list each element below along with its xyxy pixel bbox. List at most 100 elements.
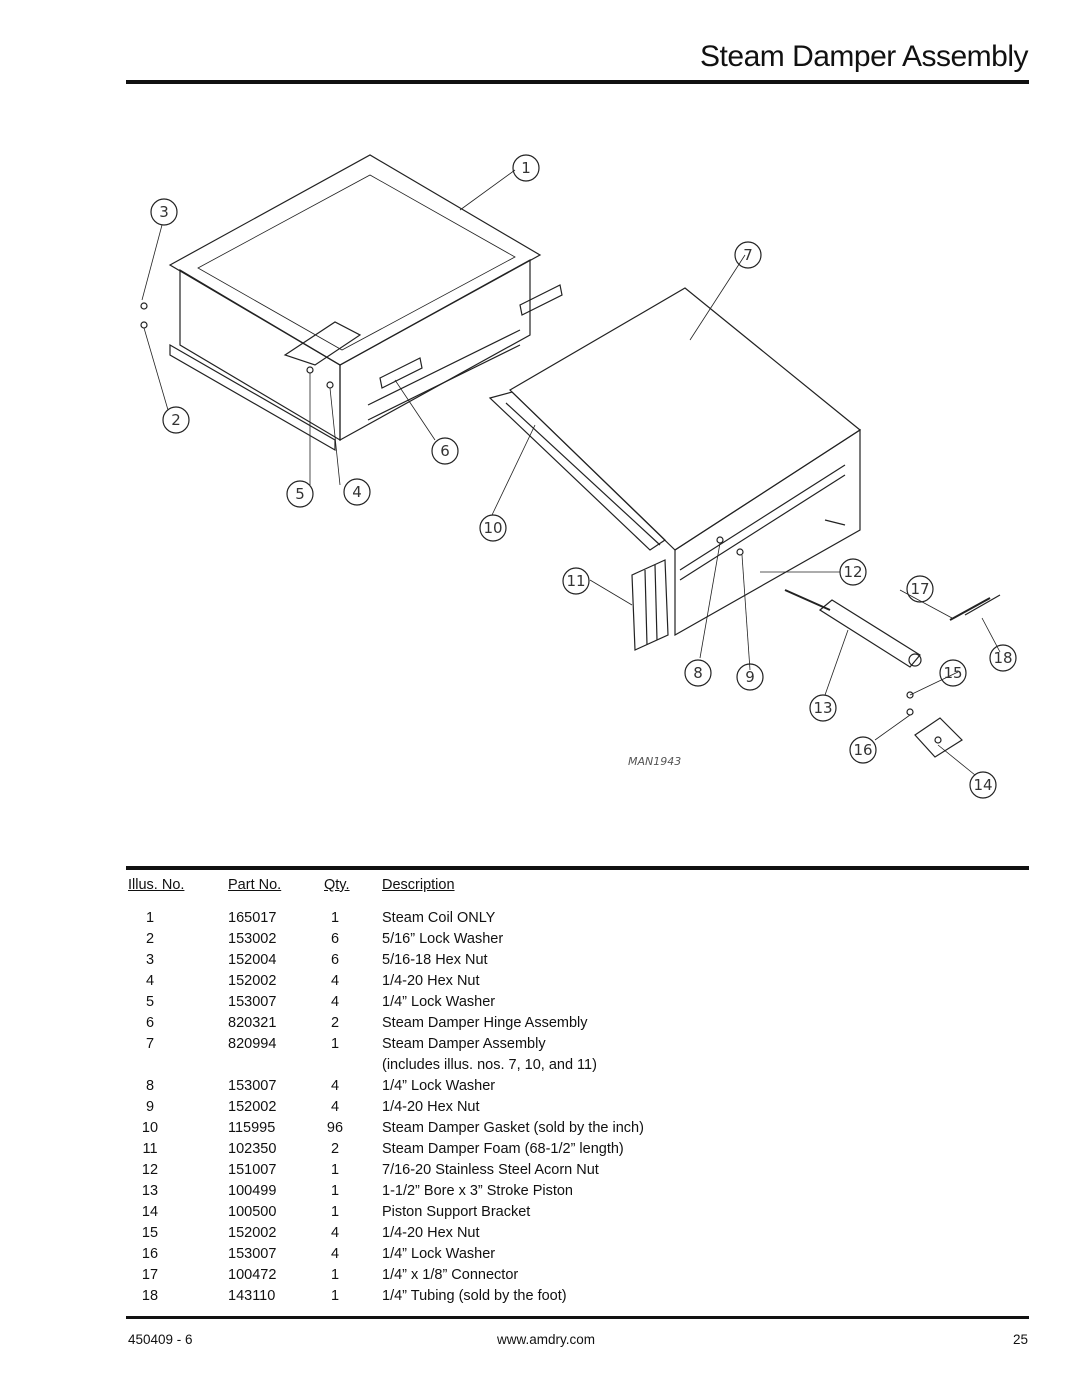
description-cell: 1/4” Lock Washer (382, 994, 496, 1010)
table-row: 16 153007 4 1/4” Lock Washer (0, 1246, 1080, 1267)
table-rule (126, 866, 1029, 870)
qty-cell: 4 (330, 1225, 340, 1241)
col-header-qty: Qty. (324, 877, 350, 893)
qty-cell: 1 (330, 1204, 340, 1220)
description-cell: 1/4” Lock Washer (382, 1246, 496, 1262)
qty-cell: 1 (330, 1036, 340, 1052)
illus-no-cell: 13 (141, 1183, 159, 1199)
callout-18: 18 (993, 649, 1012, 667)
illus-no-cell: 16 (141, 1246, 159, 1262)
callout-16: 16 (853, 741, 872, 759)
steam-coil-fin-area (197, 174, 516, 351)
description-cell: Steam Damper Assembly (382, 1036, 546, 1052)
callout-2: 2 (171, 411, 181, 429)
damper-gasket (488, 391, 666, 551)
part-no-cell: 152002 (228, 973, 277, 989)
callout-12: 12 (843, 563, 862, 581)
description-cell: 1/4-20 Hex Nut (382, 973, 480, 989)
table-row: (includes illus. nos. 7, 10, and 11) (0, 1057, 1080, 1078)
callout-3: 3 (159, 203, 169, 221)
part-no-cell: 152002 (228, 1099, 277, 1115)
callout-17: 17 (910, 580, 929, 598)
illus-no-cell: 7 (145, 1036, 155, 1052)
illus-no-cell: 9 (145, 1099, 155, 1115)
part-no-cell: 153007 (228, 1246, 277, 1262)
part-no-cell: 152004 (228, 952, 277, 968)
header-rule (126, 80, 1029, 84)
qty-cell: 1 (330, 1183, 340, 1199)
qty-cell: 4 (330, 1246, 340, 1262)
part-no-cell: 153007 (228, 1078, 277, 1094)
part-no-cell: 151007 (228, 1162, 277, 1178)
damper-foam (631, 559, 669, 651)
website-link[interactable]: www.amdry.com (497, 1332, 596, 1347)
piston-rod (784, 589, 831, 611)
part-no-cell: 100500 (228, 1204, 277, 1220)
col-header-illus-no: Illus. No. (128, 877, 185, 893)
damper-lid (509, 287, 862, 551)
piston-bracket (914, 717, 963, 758)
description-cell: 1/4” x 1/8” Connector (382, 1267, 519, 1283)
table-row: 7 820994 1 Steam Damper Assembly (0, 1036, 1080, 1057)
illus-no-cell: 18 (141, 1288, 159, 1304)
page-title: Steam Damper Assembly (700, 40, 1028, 73)
callout-5: 5 (295, 485, 305, 503)
description-cell: 1/4-20 Hex Nut (382, 1225, 480, 1241)
callout-10: 10 (483, 519, 502, 537)
callout-4: 4 (352, 483, 362, 501)
description-cell: 1-1/2” Bore x 3” Stroke Piston (382, 1183, 573, 1199)
col-header-description: Description (382, 877, 455, 893)
description-cell: Steam Damper Foam (68-1/2” length) (382, 1141, 624, 1157)
part-no-cell: 143110 (228, 1288, 276, 1304)
col-header-part-no: Part No. (228, 877, 282, 893)
callout-14: 14 (973, 776, 992, 794)
qty-cell: 1 (330, 1162, 340, 1178)
table-row: 14 100500 1 Piston Support Bracket (0, 1204, 1080, 1225)
part-no-cell: 153007 (228, 994, 277, 1010)
illus-no-cell: 3 (145, 952, 155, 968)
illus-no-cell: 12 (141, 1162, 159, 1178)
drawing-id: MAN1943 (628, 755, 681, 768)
callout-13: 13 (813, 699, 832, 717)
part-no-cell: 153002 (228, 931, 277, 947)
callout-6: 6 (440, 442, 450, 460)
callout-1: 1 (521, 159, 531, 177)
part-no-cell: 100472 (228, 1267, 277, 1283)
exploded-parts-diagram: 1 2 3 4 5 6 7 8 9 10 11 12 13 14 15 16 1… (140, 154, 1017, 799)
illus-no-cell: 17 (141, 1267, 159, 1283)
part-no-cell: 165017 (228, 910, 277, 926)
illus-no-cell: 14 (141, 1204, 159, 1220)
callout-11: 11 (566, 572, 585, 590)
part-no-cell: 102350 (228, 1141, 277, 1157)
illus-no-cell: 5 (145, 994, 155, 1010)
page-number: 25 (1012, 1332, 1028, 1347)
steam-coil-top-frame (168, 154, 542, 366)
steam-coil-bottom-flange (169, 343, 336, 452)
part-no-cell: 820994 (228, 1036, 277, 1052)
description-cell: Steam Coil ONLY (382, 910, 496, 926)
description-cell: 1/4-20 Hex Nut (382, 1099, 480, 1115)
part-no-cell: 152002 (228, 1225, 277, 1241)
description-cell: 7/16-20 Stainless Steel Acorn Nut (382, 1162, 599, 1178)
qty-cell: 96 (326, 1120, 344, 1136)
qty-cell: 6 (330, 931, 340, 947)
description-cell: Piston Support Bracket (382, 1204, 531, 1220)
illus-no-cell: 10 (141, 1120, 159, 1136)
qty-cell: 4 (330, 1099, 340, 1115)
piston-body (818, 599, 921, 668)
callout-7: 7 (743, 246, 753, 264)
illus-no-cell: 6 (145, 1015, 155, 1031)
footer-rule (126, 1316, 1029, 1319)
illus-no-cell: 8 (145, 1078, 155, 1094)
